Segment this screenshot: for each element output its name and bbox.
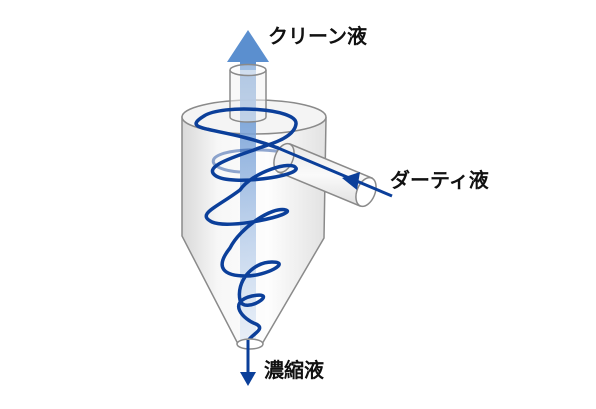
- upflow-column: [240, 60, 256, 345]
- inlet-pipe-end: [355, 176, 377, 208]
- top-outlet-rim: [229, 63, 267, 77]
- bottom-outlet-rim: [236, 338, 264, 350]
- spiral-flow: [194, 107, 298, 346]
- clean-liquid-label: クリーン液: [268, 24, 367, 48]
- arrow-up-icon: [227, 30, 269, 62]
- concentrate-label: 濃縮液: [264, 358, 324, 382]
- arrow-left-icon: [342, 172, 360, 190]
- top-outlet-pipe: [229, 70, 267, 123]
- arrow-down-icon: [240, 372, 256, 386]
- dirty-liquid-label: ダーティ液: [390, 168, 489, 192]
